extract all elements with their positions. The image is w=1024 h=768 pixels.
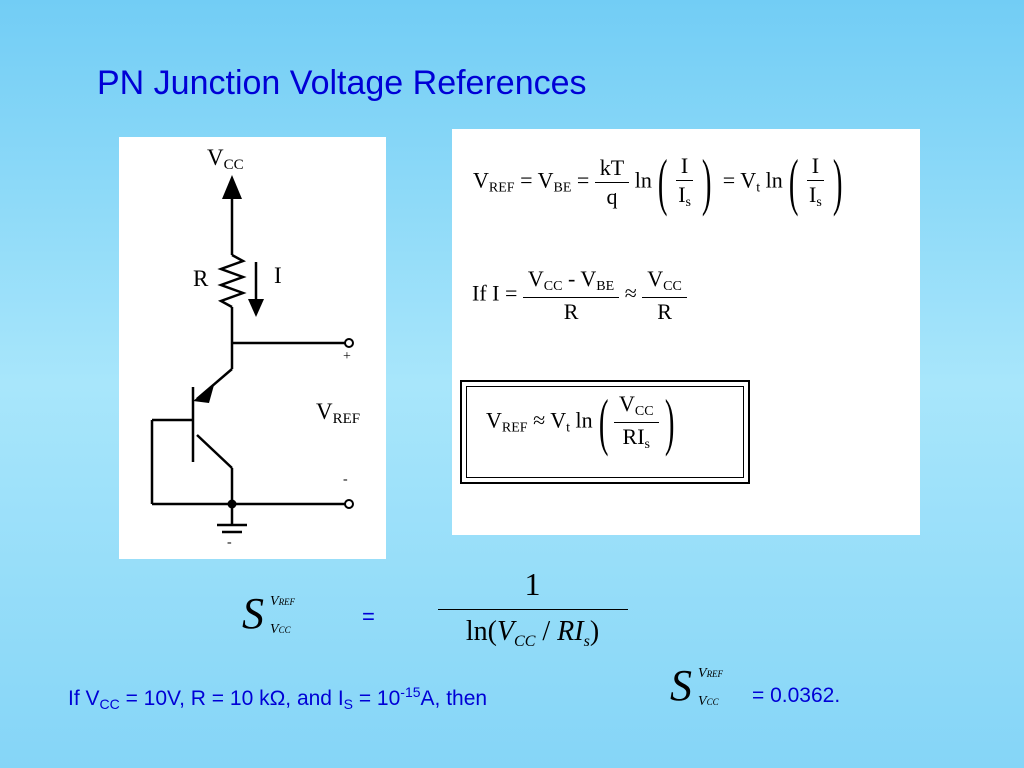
resistor-symbol [217, 253, 247, 309]
vref-label: VREF [316, 399, 361, 427]
vcc-arrow-head [222, 175, 242, 199]
sensitivity-fraction: 1 ln(VCC / RIs) [420, 566, 645, 651]
boxed-result-equation [460, 380, 750, 484]
sensitivity-result: = 0.0362. [752, 684, 841, 707]
circuit-schematic [150, 175, 354, 534]
circuit-diagram: VCC R I + VREF - - [119, 137, 386, 559]
current-label: I [274, 263, 282, 288]
ground-minus-label: - [227, 535, 232, 550]
example-calculation: If VCC = 10V, R = 10 kΩ, and IS = 10-15A… [68, 684, 488, 712]
minus-terminal-label: - [343, 472, 348, 487]
sensitivity-symbol-2: S VREF VCC [670, 661, 724, 710]
sensitivity-symbol: S VREF VCC [242, 589, 296, 638]
emitter-arrow-head [193, 385, 214, 403]
plus-terminal-label: + [343, 349, 351, 364]
resistor-label: R [193, 266, 209, 291]
slide-title: PN Junction Voltage References [97, 64, 587, 102]
vcc-label: VCC [207, 145, 244, 173]
equation-panel [452, 129, 920, 535]
equals-sign: = [362, 604, 375, 629]
collector-lead [196, 434, 233, 469]
